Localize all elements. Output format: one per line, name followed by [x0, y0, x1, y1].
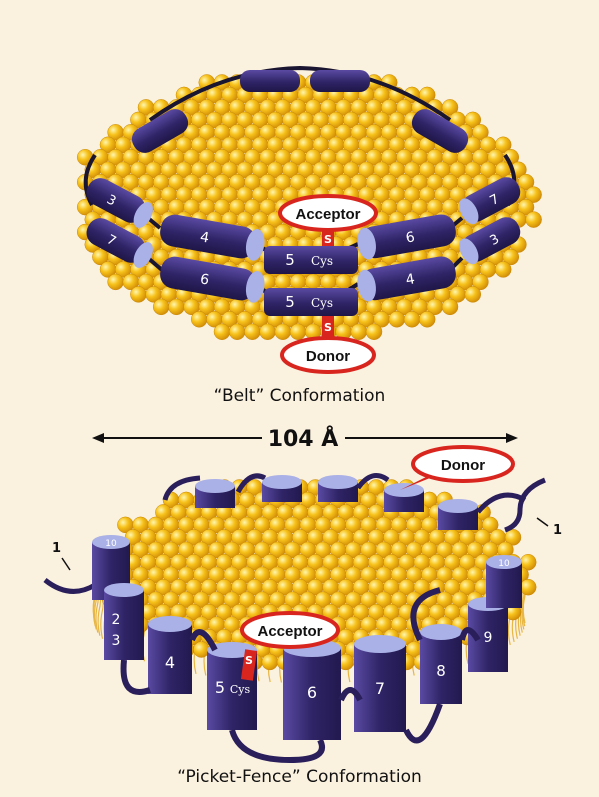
belt-helix-lower-5: 5 Cys: [264, 288, 358, 316]
belt-helix-upper-5: 5 Cys: [264, 246, 358, 274]
n-terminus-label: 1: [52, 541, 61, 556]
helix-number: 8: [436, 662, 446, 680]
picket-helix-6: 6: [283, 639, 341, 740]
acceptor-label: Acceptor: [257, 623, 322, 640]
n-terminus-label: 1: [553, 523, 562, 538]
helix-number: 5: [215, 678, 225, 697]
belt-helix-label: 5: [285, 293, 295, 311]
dimension-label: 104 Å: [268, 426, 339, 452]
picket-donor: Donor: [400, 447, 513, 490]
picket-helix-4: 4: [148, 616, 192, 694]
cys-label: Cys: [311, 254, 333, 268]
picket-helix-7: 7: [354, 635, 406, 732]
helix-number: 9: [484, 630, 493, 646]
helix-number: 2: [112, 612, 121, 628]
picket-helix-2-3: 2 3: [104, 583, 144, 660]
belt-helix-label: 5: [285, 251, 295, 269]
belt-caption: “Belt” Conformation: [0, 386, 599, 406]
cys-label: Cys: [230, 683, 251, 696]
helix-number: 6: [307, 683, 317, 702]
picket-caption: “Picket-Fence” Conformation: [0, 767, 599, 787]
sulfur-label: S: [324, 233, 332, 246]
cys-label: Cys: [311, 296, 333, 310]
helix-number: 10: [498, 559, 510, 569]
helix-number: 4: [165, 653, 175, 672]
helix-number: 7: [375, 679, 385, 698]
sulfur-label: S: [245, 654, 253, 667]
donor-label: Donor: [441, 457, 485, 474]
picket-helix-10-right: 10: [486, 555, 522, 608]
donor-label: Donor: [306, 348, 350, 365]
helix-number: 10: [105, 539, 117, 549]
picket-helix-8: 8: [420, 624, 462, 704]
acceptor-label: Acceptor: [295, 206, 360, 223]
sulfur-label: S: [324, 321, 332, 334]
helix-number: 3: [112, 633, 121, 649]
